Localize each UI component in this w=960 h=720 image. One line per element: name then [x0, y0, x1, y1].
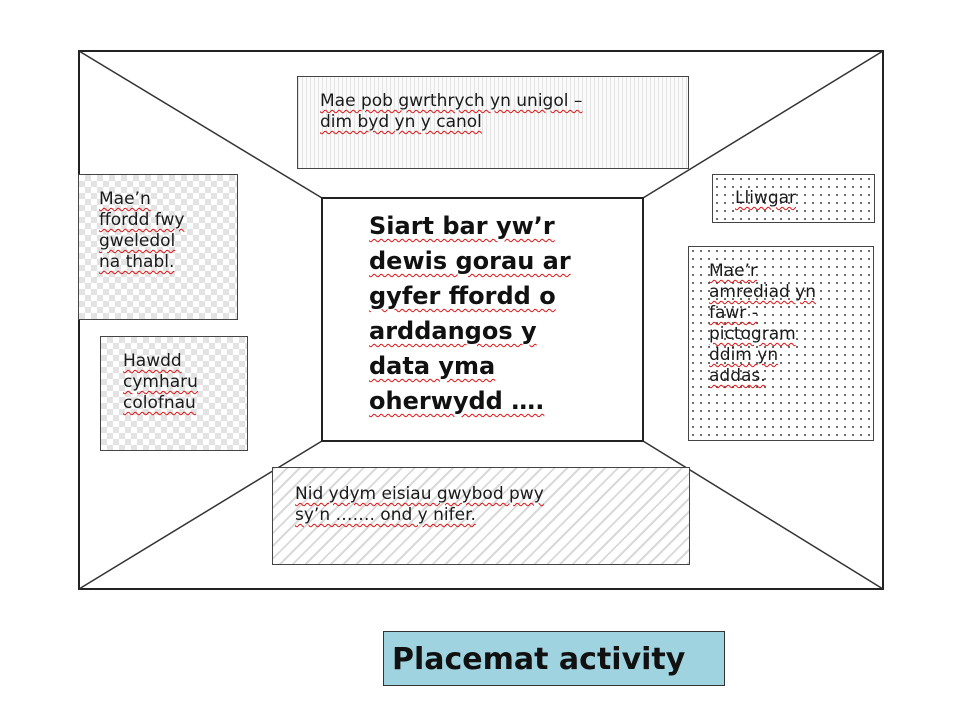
diagonal-bottom-left	[78, 440, 323, 590]
comment-text-top: Mae pob gwrthrych yn unigol – dim byd yn…	[320, 91, 583, 132]
center-statement-text: Siart bar yw’r dewis gorau ar gyfer ffor…	[369, 212, 571, 415]
comment-text-left-lower: Hawdd cymharu colofnau	[123, 351, 198, 413]
comment-box-right-lower: Mae’r amrediad yn fawr - pictogram ddim …	[688, 246, 874, 441]
caption-label: Placemat activity	[383, 631, 725, 686]
comment-box-left-lower: Hawdd cymharu colofnau	[100, 336, 248, 451]
comment-box-bottom: Nid ydym eisiau gwybod pwy sy’n ……. ond …	[272, 467, 690, 565]
comment-text-left-upper: Mae’n ffordd fwy gweledol na thabl.	[99, 189, 185, 272]
comment-box-top: Mae pob gwrthrych yn unigol – dim byd yn…	[297, 76, 689, 169]
comment-box-right-upper: Lliwgar	[712, 174, 875, 223]
diagonal-top-right	[642, 50, 884, 199]
diagonal-bottom-right	[642, 440, 884, 590]
comment-text-right-lower: Mae’r amrediad yn fawr - pictogram ddim …	[709, 261, 817, 386]
diagonal-top-left	[78, 50, 323, 199]
center-statement-box: Siart bar yw’r dewis gorau ar gyfer ffor…	[321, 197, 644, 442]
comment-text-bottom: Nid ydym eisiau gwybod pwy sy’n ……. ond …	[295, 484, 544, 525]
comment-text-right-upper: Lliwgar	[735, 188, 797, 208]
comment-box-left-upper: Mae’n ffordd fwy gweledol na thabl.	[78, 174, 238, 320]
